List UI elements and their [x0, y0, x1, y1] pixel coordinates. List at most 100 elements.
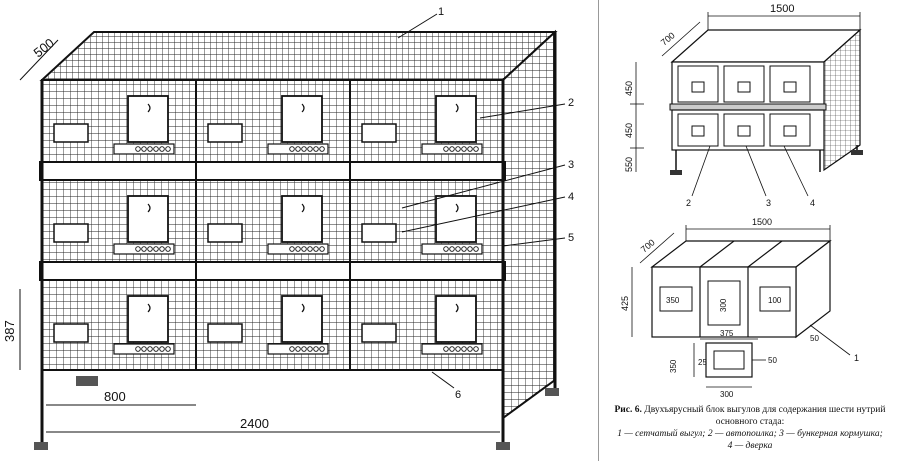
feed-pellet	[153, 346, 159, 352]
callout-2: 2	[568, 97, 574, 109]
feed-pellet	[313, 246, 319, 252]
feed-pellet	[319, 246, 325, 252]
nest-box	[435, 295, 477, 343]
feed-pellet	[289, 246, 295, 252]
roof-mesh	[39, 31, 558, 81]
feed-pellet	[319, 146, 325, 152]
feed-pellet	[159, 146, 165, 152]
hook-icon	[455, 303, 459, 313]
callout-5: 5	[568, 232, 574, 244]
feed-pellet	[147, 146, 153, 152]
feed-pellet	[443, 246, 449, 252]
right-bottom-drawing: 1500 700 425 350 300 100 50 1 375 350 25…	[620, 217, 859, 399]
feed-pellet	[159, 346, 165, 352]
rest-box	[361, 223, 397, 243]
feed-pellet	[443, 346, 449, 352]
side-mesh-panel	[502, 29, 556, 420]
feed-pellet	[473, 246, 479, 252]
feed-pellet	[461, 246, 467, 252]
feed-pellet	[467, 346, 473, 352]
feed-pellet	[301, 146, 307, 152]
rest-box	[207, 223, 243, 243]
feed-pellet	[319, 346, 325, 352]
dim-offset-label: 800	[104, 389, 126, 404]
dim-depth-label: 500	[31, 35, 57, 60]
rb-dim-25: 25	[698, 358, 707, 367]
hook-icon	[455, 203, 459, 213]
nest-box	[281, 295, 323, 343]
feed-pellet	[135, 346, 141, 352]
section-dims	[693, 338, 766, 388]
feed-pellet	[135, 146, 141, 152]
section-inner	[713, 350, 745, 370]
rb-length-label: 1500	[752, 217, 772, 227]
rb-opening-w: 350	[666, 296, 680, 305]
rt-callout-4: 4	[810, 198, 815, 208]
feed-pellet	[153, 146, 159, 152]
foot-mid	[76, 376, 98, 386]
shelf-2	[39, 261, 506, 281]
feed-pellet	[455, 246, 461, 252]
feed-pellet	[461, 146, 467, 152]
feed-pellet	[449, 146, 455, 152]
dimension-lines	[19, 39, 500, 433]
feed-pellet	[301, 346, 307, 352]
box-dims	[631, 225, 851, 356]
nest-boxes	[53, 95, 483, 355]
rest-box	[207, 123, 243, 143]
feed-pellet	[165, 346, 171, 352]
feed-pellet	[141, 146, 147, 152]
box-openings	[659, 280, 791, 326]
hook-icon	[147, 103, 151, 113]
tier-bottom	[41, 279, 504, 371]
dim-height-label: 387	[2, 320, 17, 342]
rb-dim-375: 375	[720, 329, 734, 338]
rb-dim-350: 350	[669, 359, 678, 373]
feed-pellet	[289, 346, 295, 352]
feed-pellet	[153, 246, 159, 252]
nest-box	[281, 195, 323, 243]
rt-callout-3: 3	[766, 198, 771, 208]
figure-caption: Рис. 6. Двухъярусный блок выгулов для со…	[602, 404, 898, 452]
rest-box	[361, 123, 397, 143]
hook-icon	[301, 203, 305, 213]
rest-box	[207, 323, 243, 343]
feed-pellet	[449, 346, 455, 352]
feed-pellet	[449, 246, 455, 252]
feed-pellet	[313, 346, 319, 352]
feed-pellet	[301, 246, 307, 252]
cell-dividers	[195, 80, 351, 370]
feed-pellet	[165, 146, 171, 152]
rt-length-label: 1500	[770, 3, 794, 15]
rb-dim-50b: 50	[768, 356, 777, 365]
rt-h1-label: 450	[624, 81, 634, 96]
callout-4: 4	[568, 191, 574, 203]
foot-right-back	[545, 388, 559, 396]
rt-h3-label: 550	[624, 157, 634, 172]
feed-pellet	[159, 246, 165, 252]
feed-pellet	[295, 346, 301, 352]
nest-box	[435, 95, 477, 143]
rb-dim-300: 300	[720, 390, 734, 399]
hook-icon	[301, 103, 305, 113]
foot-left	[34, 442, 48, 450]
feed-pellet	[455, 146, 461, 152]
small-boxes	[691, 81, 797, 137]
nest-box	[127, 195, 169, 243]
caption-legend-1: 1 — сетчатый выгул; 2 — автопоилка; 3 — …	[617, 429, 883, 439]
rt-callout-2: 2	[686, 198, 691, 208]
rb-callout-1: 1	[854, 353, 859, 363]
callout-3: 3	[568, 159, 574, 171]
caption-title-text: Двухъярусный блок выгулов для содержания…	[644, 405, 886, 427]
block-shelf	[669, 103, 827, 111]
dims	[630, 12, 861, 197]
callout-leaders	[397, 13, 566, 389]
hook-icon	[455, 103, 459, 113]
callout-6: 6	[455, 389, 461, 401]
rb-dim-50a: 50	[810, 334, 819, 343]
foot-right-front	[496, 442, 510, 450]
rt-h2-label: 450	[624, 123, 634, 138]
caption-title: Рис. 6. Двухъярусный блок выгулов для со…	[602, 404, 898, 428]
feed-pellet	[135, 246, 141, 252]
